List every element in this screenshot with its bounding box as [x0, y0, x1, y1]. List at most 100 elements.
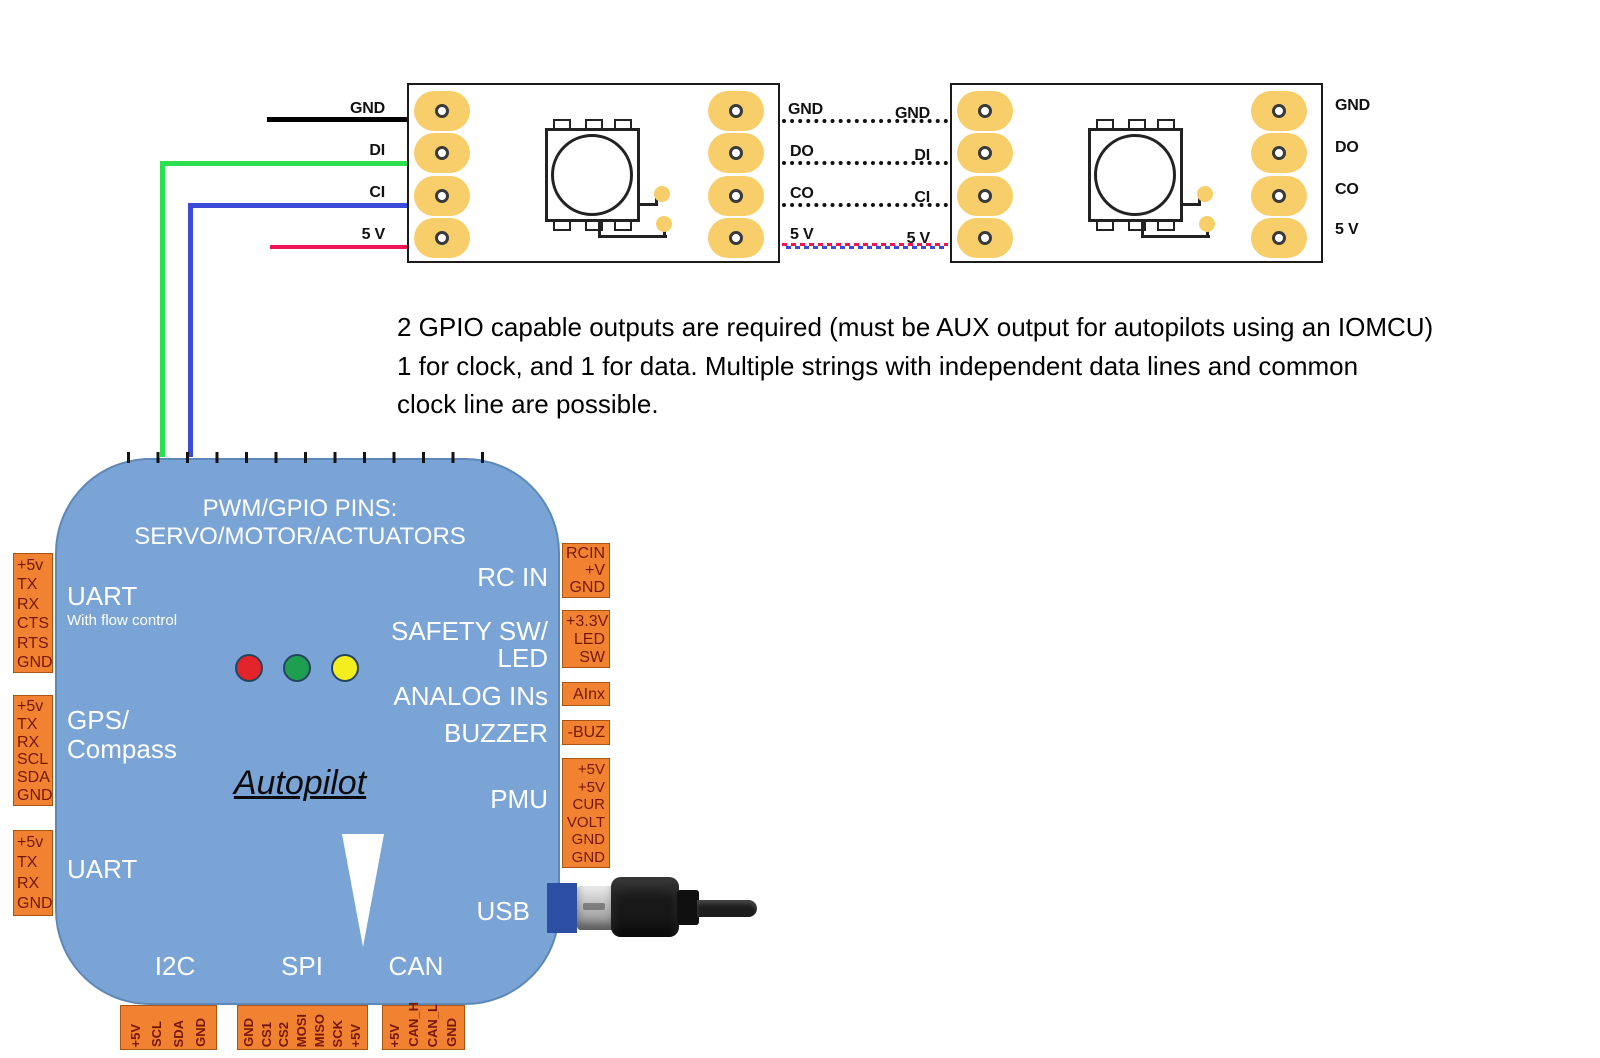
- trace: [1181, 203, 1201, 206]
- usb-label: USB: [476, 896, 530, 926]
- pin-label: +5V: [386, 1023, 402, 1048]
- strip2-out-5v-label: 5 V: [1335, 221, 1359, 238]
- led-strip-1: [407, 83, 780, 263]
- trace: [1141, 222, 1144, 238]
- pin-label: CS1: [258, 1021, 274, 1047]
- i2c-pin-block: +5V SCL SDA GND: [120, 1005, 217, 1050]
- safety-sw-led-label: SAFETY SW/ LED: [391, 616, 548, 673]
- spi-label: SPI: [281, 951, 323, 981]
- pin-label: MOSI: [294, 1013, 310, 1047]
- solder-pad: [414, 218, 470, 258]
- pin-label: +5V: [577, 778, 605, 796]
- pin-label: +5v: [17, 698, 44, 715]
- pin-label: VOLT: [566, 813, 605, 831]
- spi-pin-block: GND CS1 CS2 MOSI MISO SCK +5V: [237, 1005, 368, 1050]
- pin-label: -BUZ: [567, 724, 605, 741]
- chip-pin: [1128, 119, 1146, 130]
- chip-pin: [614, 119, 632, 130]
- chip-pin: [585, 220, 603, 231]
- buzzer-pin-block: -BUZ: [562, 720, 610, 745]
- pin-label: GND: [17, 895, 53, 913]
- pin-label: SDA: [171, 1019, 187, 1047]
- chip-pin: [1128, 220, 1146, 231]
- led-strip-2: [950, 83, 1323, 263]
- chip-pin: [553, 119, 571, 130]
- pin-label: +5v: [17, 834, 44, 851]
- uart2-label: UART: [67, 854, 138, 884]
- analog-ins-label: ANALOG INs: [393, 681, 548, 711]
- strip2-out-co-label: CO: [1335, 181, 1359, 198]
- strip2-di-label: DI: [914, 147, 930, 164]
- gnd-wire: [267, 117, 407, 122]
- strip1-5v-label: 5 V: [361, 226, 386, 243]
- pin-label: LED: [573, 630, 605, 648]
- pin-label: GND: [571, 831, 605, 849]
- pin-label: MISO: [312, 1013, 328, 1047]
- trace: [598, 235, 667, 238]
- pmu-pin-block: +5V +5V CUR VOLT GND GND: [562, 758, 610, 868]
- pin-label: SCL: [17, 751, 49, 769]
- solder-pad: [708, 133, 764, 173]
- can-label: CAN: [388, 951, 444, 981]
- solder-pad: [1251, 218, 1307, 258]
- trace: [638, 203, 658, 206]
- usb-connector-body: [611, 877, 679, 937]
- power-link-dashed-blue: [782, 246, 948, 249]
- solder-pad: [1251, 176, 1307, 216]
- pin-label: GND: [443, 1018, 459, 1047]
- clock-wire-horizontal: [188, 203, 407, 208]
- pin-label: CAN_H: [405, 1002, 421, 1047]
- capacitor-pad: [1197, 186, 1213, 202]
- strip2-5v-label: 5 V: [906, 230, 931, 247]
- led-lens: [551, 134, 633, 216]
- gps-compass-label: GPS/ Compass: [67, 705, 177, 764]
- autopilot-title: Autopilot: [233, 764, 367, 802]
- strip1-di-label: DI: [369, 142, 385, 159]
- uart2-pin-block: +5v TX RX GND: [13, 830, 53, 916]
- capacitor-pad: [654, 186, 670, 202]
- led-lens: [1094, 134, 1176, 216]
- trace: [1141, 235, 1210, 238]
- strip2-out-do-label: DO: [1335, 139, 1359, 156]
- uart1-pin-block: +5v TX RX CTS RTS GND: [13, 553, 53, 673]
- pin-label: +5V: [577, 761, 605, 778]
- rc-in-label: RC IN: [477, 562, 548, 592]
- strip1-out-gnd-label: GND: [788, 101, 823, 118]
- pin-label: TX: [17, 715, 38, 733]
- status-led-yellow: [331, 654, 359, 682]
- rcin-pin-block: RCIN +V GND: [562, 543, 610, 598]
- uart1-sublabel: With flow control: [67, 612, 178, 629]
- pin-label: RCIN: [566, 545, 606, 562]
- pin-label: +V: [584, 561, 605, 579]
- pin-label: CS2: [276, 1021, 292, 1047]
- solder-pad: [1251, 91, 1307, 131]
- pin-label: GND: [240, 1018, 256, 1047]
- data-wire-vertical: [160, 161, 165, 457]
- pin-label: TX: [17, 854, 38, 872]
- status-led-red: [235, 654, 263, 682]
- power-link-dashed-red: [782, 243, 948, 246]
- led-chip: [545, 119, 640, 231]
- pin-label: CAN_L: [424, 1003, 440, 1047]
- chip-pin: [585, 119, 603, 130]
- usb-port: [547, 883, 577, 933]
- pin-label: GND: [193, 1018, 209, 1047]
- solder-pad: [414, 91, 470, 131]
- solder-pad: [708, 176, 764, 216]
- pin-label: SCK: [330, 1019, 346, 1047]
- strip1-ci-label: CI: [369, 184, 385, 201]
- pwm-output-ticks: [127, 452, 493, 463]
- pin-label: RX: [17, 874, 40, 892]
- capacitor-pad: [656, 216, 672, 232]
- solder-pad: [957, 176, 1013, 216]
- pin-label: +3.3V: [566, 613, 609, 630]
- uart1-label: UART: [67, 581, 138, 611]
- solder-pad: [414, 176, 470, 216]
- solder-pad: [1251, 133, 1307, 173]
- pin-label: CTS: [17, 615, 49, 633]
- clock-wire-vertical: [188, 203, 193, 457]
- strip2-gnd-label: GND: [895, 105, 930, 122]
- power-wire: [270, 245, 407, 249]
- strip1-out-5v-label: 5 V: [790, 226, 814, 243]
- pin-label: SW: [579, 648, 605, 666]
